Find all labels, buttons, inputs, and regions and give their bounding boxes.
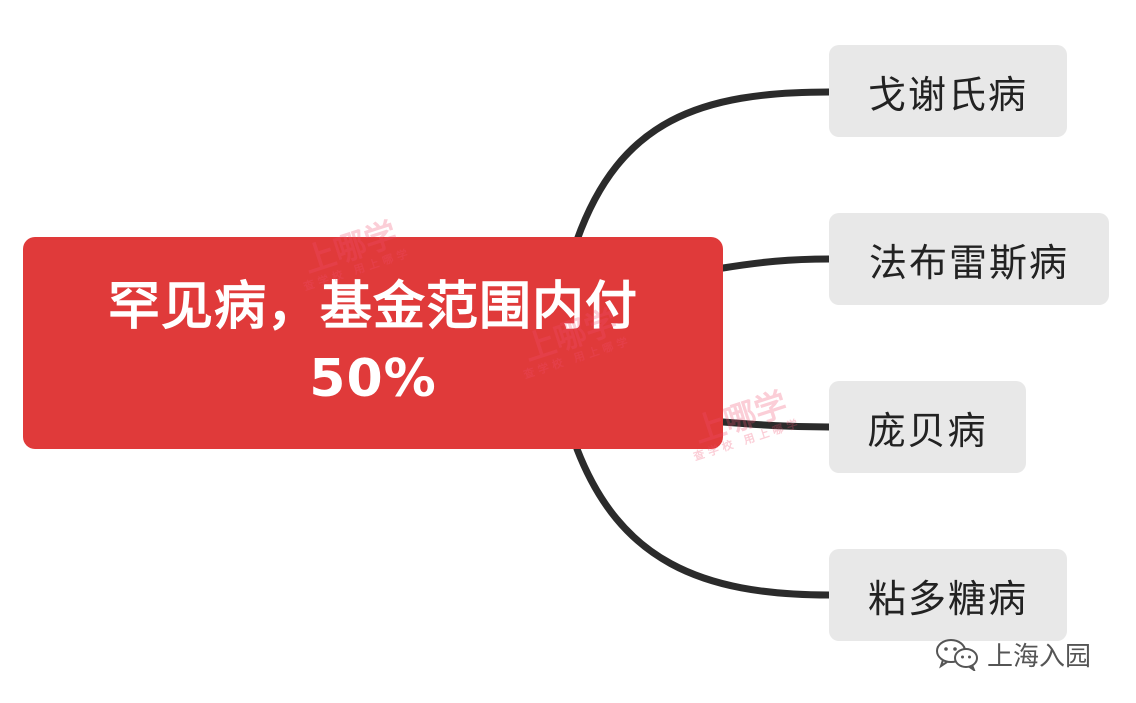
branch-node: 戈谢氏病: [829, 45, 1067, 137]
central-topic: 罕见病，基金范围内付 50%: [23, 237, 723, 449]
branch-node: 粘多糖病: [829, 549, 1067, 641]
connector-branch-3: [719, 418, 833, 431]
footer-credit: 上海入园: [935, 634, 1091, 674]
wechat-icon: [936, 639, 978, 671]
branch-node: 庞贝病: [829, 381, 1026, 473]
connector-branch-4: [573, 445, 833, 599]
central-topic-line-2: 50%: [309, 349, 437, 409]
central-topic-line-1: 罕见病，基金范围内付: [107, 277, 638, 337]
branch-node: 法布雷斯病: [829, 213, 1109, 305]
footer-label: 上海入园: [987, 641, 1092, 672]
connector-branch-1: [573, 88, 833, 244]
connector-branch-2: [719, 255, 833, 272]
branch-label: 戈谢氏病: [867, 72, 1028, 117]
branch-label: 庞贝病: [867, 408, 988, 453]
branch-label: 粘多糖病: [867, 576, 1028, 621]
branch-label: 法布雷斯病: [868, 240, 1069, 285]
